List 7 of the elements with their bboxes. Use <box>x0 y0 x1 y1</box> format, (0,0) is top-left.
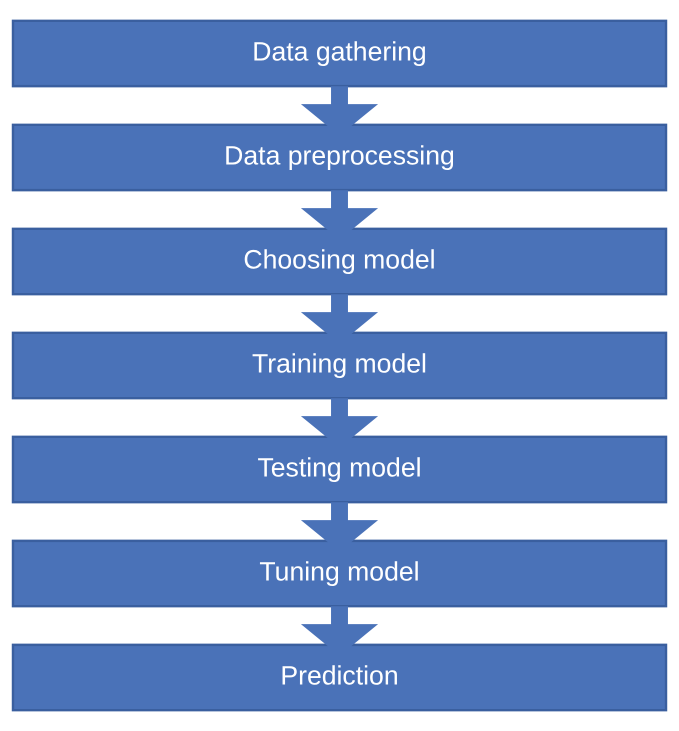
node-box: Choosing model <box>12 228 668 296</box>
node-box: Training model <box>12 332 668 400</box>
node-box: Prediction <box>12 644 668 712</box>
node-box: Testing model <box>12 436 668 504</box>
node-box: Data gathering <box>12 20 668 88</box>
node-box: Tuning model <box>12 540 668 608</box>
node-box: Data preprocessing <box>12 124 668 192</box>
